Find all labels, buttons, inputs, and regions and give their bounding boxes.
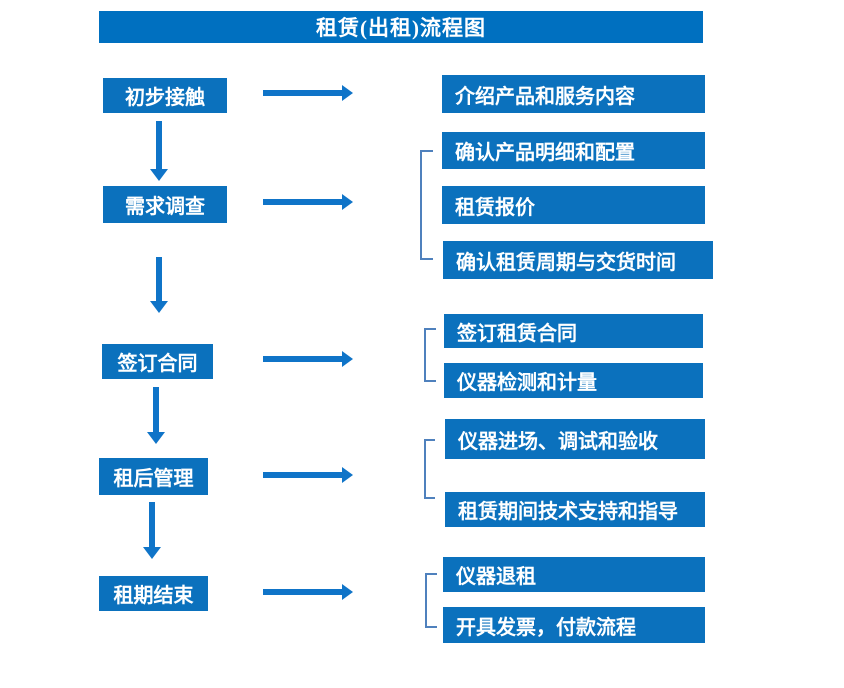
detail-rental-tech-support: 租赁期间技术支持和指导 — [445, 492, 705, 527]
group-bracket — [425, 573, 437, 628]
group-bracket — [424, 439, 435, 499]
detail-introduce-products-services: 介绍产品和服务内容 — [442, 75, 705, 113]
group-bracket — [420, 150, 433, 260]
detail-instrument-return: 仪器退租 — [443, 557, 705, 592]
arrow-right-icon — [263, 85, 353, 101]
arrow-down-icon — [150, 257, 168, 313]
step-initial-contact: 初步接触 — [103, 78, 227, 113]
step-rental-end: 租期结束 — [99, 576, 208, 611]
arrow-right-icon — [263, 584, 353, 600]
step-sign-contract: 签订合同 — [102, 344, 213, 379]
arrow-down-icon — [147, 387, 165, 444]
detail-sign-rental-contract: 签订租赁合同 — [444, 314, 703, 348]
group-bracket — [424, 328, 436, 382]
arrow-right-icon — [263, 194, 353, 210]
step-demand-survey: 需求调查 — [103, 186, 227, 223]
arrow-down-icon — [143, 502, 161, 559]
detail-instrument-testing-metering: 仪器检测和计量 — [444, 363, 703, 398]
flowchart-title: 租赁(出租)流程图 — [99, 11, 703, 43]
step-post-rental-management: 租后管理 — [99, 458, 208, 495]
arrow-down-icon — [150, 121, 168, 181]
detail-confirm-product-spec: 确认产品明细和配置 — [442, 132, 705, 169]
detail-instrument-arrival-commissioning: 仪器进场、调试和验收 — [445, 419, 705, 459]
arrow-right-icon — [263, 467, 353, 483]
detail-confirm-rental-period-delivery: 确认租赁周期与交货时间 — [443, 241, 713, 279]
detail-rental-quotation: 租赁报价 — [442, 186, 705, 224]
detail-invoice-payment-process: 开具发票，付款流程 — [443, 607, 705, 643]
arrow-right-icon — [263, 351, 353, 367]
